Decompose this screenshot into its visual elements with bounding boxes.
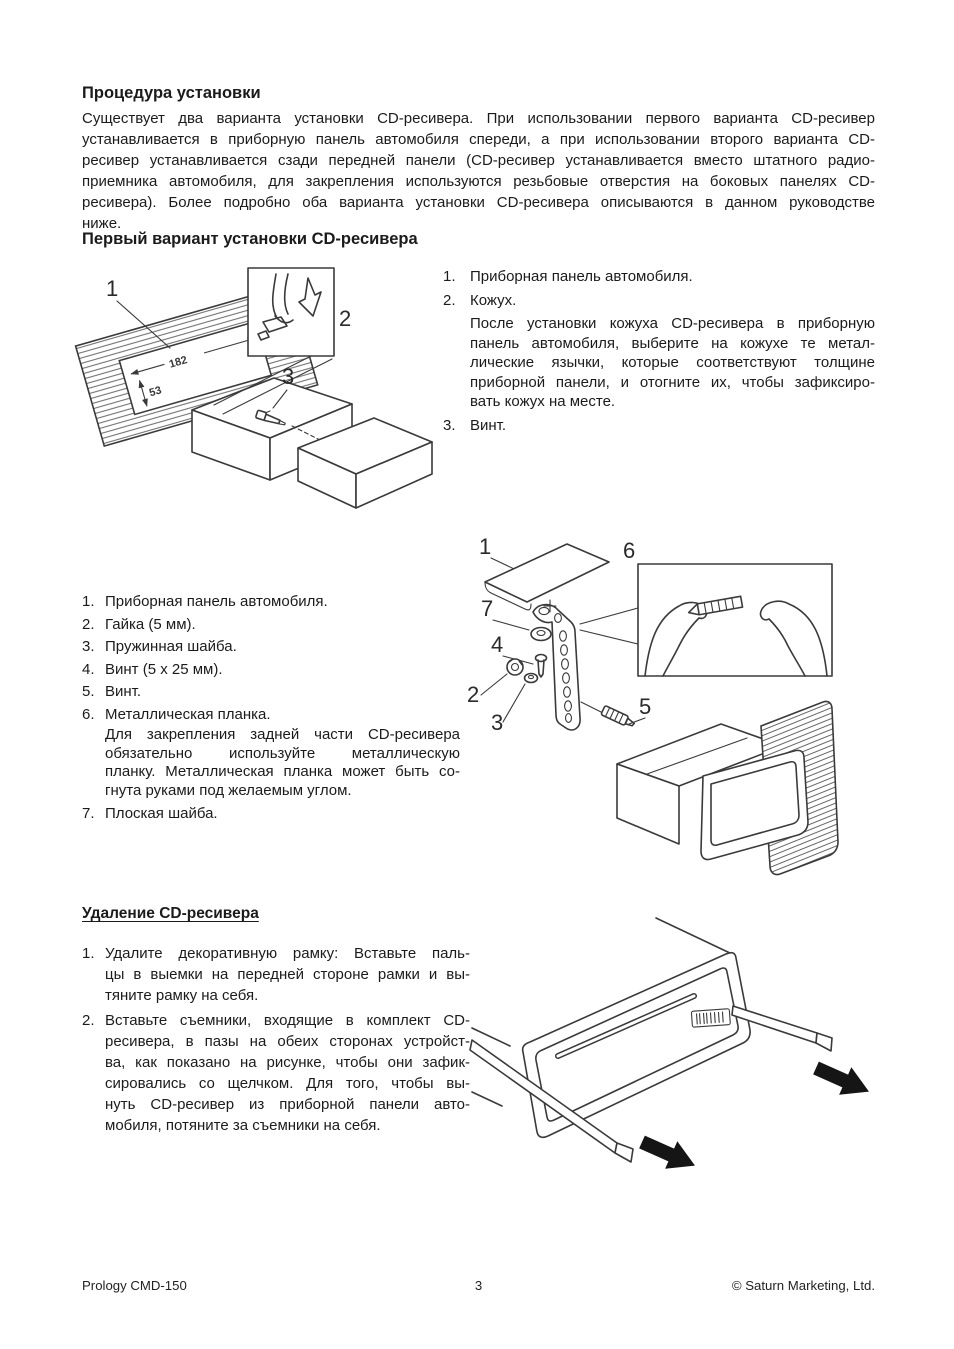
- callout-5-label: 5: [639, 694, 651, 719]
- screw-5x25-graphic: [534, 653, 548, 678]
- pull-direction-arrow: [813, 1061, 869, 1095]
- metal-strap-note: Для закрепления задней части CD-ресивера…: [105, 726, 460, 799]
- tab-bending-inset: [247, 267, 335, 357]
- dim-width-label: 182: [168, 354, 189, 371]
- figure-receiver-removal-keys: [469, 917, 869, 1169]
- front-panel-graphic: [521, 951, 751, 1139]
- list-item-screw-5x25: 4. Винт (5 х 25 мм).: [82, 660, 223, 678]
- list-item-metal-strap: 6. Металлическая планка.: [82, 705, 271, 723]
- heading-installation-procedure: Процедура установки: [82, 84, 261, 102]
- footer-model: Prology CMD-150: [82, 1278, 187, 1293]
- list-item-screw: 5. Винт.: [82, 683, 142, 700]
- footer: Prology CMD-150 3 © Saturn Marketing, Lt…: [82, 1278, 875, 1293]
- list-item-dashboard-panel: 1. Приборная панель автомобиля.: [82, 593, 328, 610]
- flat-washer-graphic: [530, 626, 552, 642]
- list-item-screw: 3. Винт.: [443, 416, 507, 434]
- footer-copyright: © Saturn Marketing, Ltd.: [731, 1278, 875, 1293]
- list-item-spring-washer: 3. Пружинная шайба.: [82, 638, 237, 655]
- spring-washer-graphic: [523, 672, 539, 684]
- callout-2-label: 2: [339, 306, 351, 331]
- heading-first-install-option: Первый вариант установки CD-ресивера: [82, 230, 418, 248]
- heading-cd-receiver-removal: Удаление CD-ресивера: [82, 905, 259, 922]
- screw-graphic: [255, 409, 286, 426]
- extraction-key-left: [469, 1039, 634, 1163]
- extraction-key-right: [731, 1005, 833, 1052]
- first-option-steps-list: 1. Приборная панель автомобиля. 2. Кожух…: [443, 266, 875, 439]
- pull-direction-arrow: [639, 1135, 695, 1169]
- list-item-dashboard-panel: 1. Приборная панель автомобиля.: [443, 268, 693, 285]
- strap-bending-inset: [637, 563, 833, 677]
- callout-1-label: 1: [479, 534, 491, 559]
- callout-3-label: 3: [491, 710, 503, 735]
- callout-3-label: 3: [282, 364, 294, 389]
- parts-list: 1. Приборная панель автомобиля. 2. Гайка…: [82, 591, 460, 826]
- cd-receiver-graphic: [297, 417, 433, 509]
- installation-procedure-text: Существует два варианта установки CD-рес…: [82, 110, 875, 232]
- press-arrow-icon: [298, 277, 322, 317]
- sleeve-install-note: После установки кожуха CD-ресивера в при…: [470, 315, 875, 410]
- callout-1-label: 1: [106, 276, 118, 301]
- callout-6-label: 6: [623, 538, 635, 563]
- removal-step-1: 1. Удалите декоративную рамку: Вставьте …: [82, 945, 470, 1004]
- receiver-into-dash-graphic: [616, 700, 839, 876]
- metal-strap-graphic: [532, 603, 581, 731]
- callout-4-label: 4: [491, 632, 503, 657]
- figure-rear-mount-strap: 1 7 4: [467, 534, 839, 876]
- dim-height-label: 53: [148, 384, 163, 399]
- figure-dashboard-sleeve-install: 182 53 1 2 3: [74, 267, 433, 509]
- removal-steps-list: 1. Удалите декоративную рамку: Вставьте …: [82, 943, 470, 1140]
- callout-7-label: 7: [481, 596, 493, 621]
- label-sticker-graphic: [690, 1008, 731, 1028]
- list-item-nut: 2. Гайка (5 мм).: [82, 615, 196, 633]
- removal-step-2: 2. Вставьте съемники, входящие в комплек…: [82, 1012, 470, 1134]
- footer-page-number: 3: [474, 1278, 483, 1293]
- list-item-flat-washer: 7. Плоская шайба.: [82, 805, 218, 822]
- list-item-sleeve: 2. Кожух.: [443, 292, 517, 309]
- callout-2-label: 2: [467, 682, 479, 707]
- dashboard-shelf-graphic: [484, 543, 610, 611]
- nut-graphic: [506, 658, 524, 676]
- screw-graphic: [600, 705, 636, 727]
